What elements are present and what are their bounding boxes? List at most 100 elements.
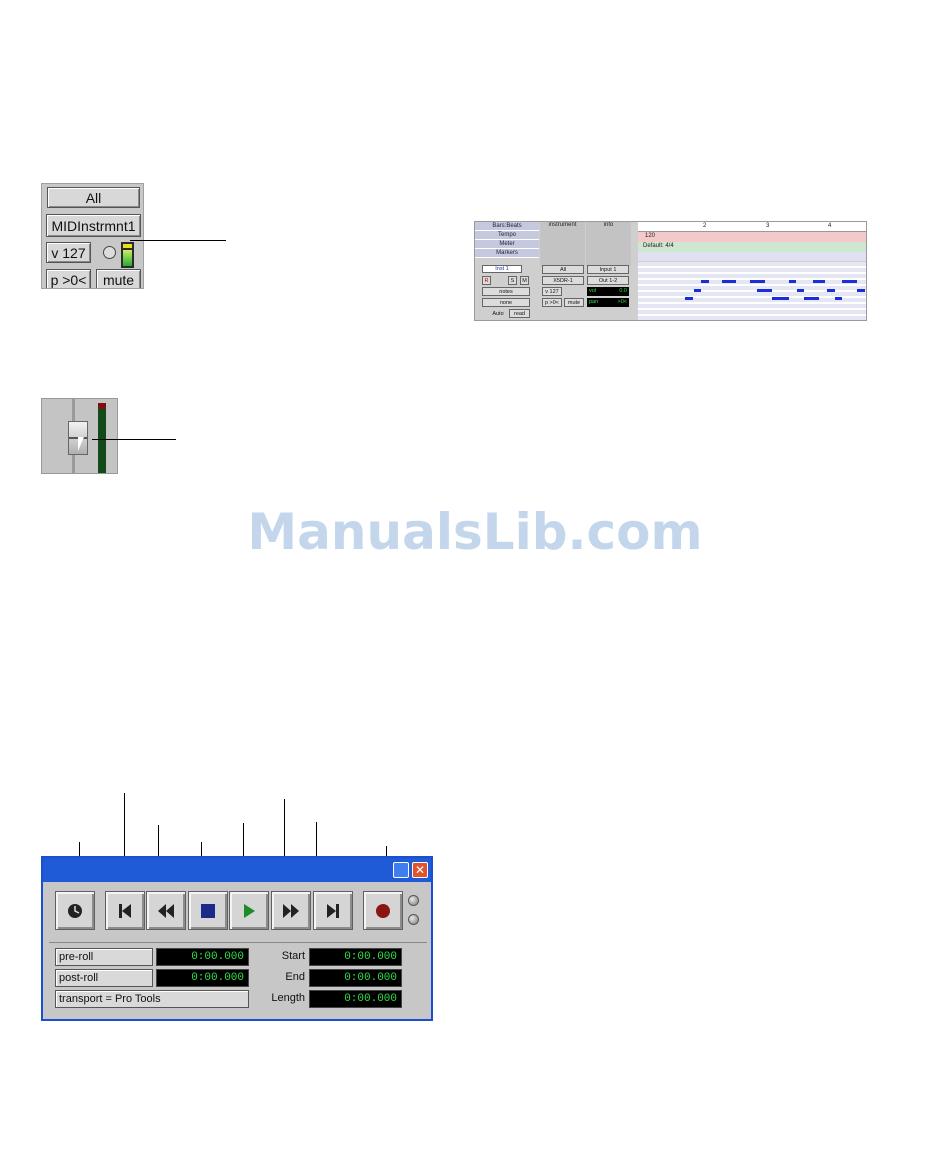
pan-control[interactable]: p >0< bbox=[542, 298, 562, 307]
record-button[interactable] bbox=[363, 891, 403, 930]
volume-display[interactable]: vol 0.0 bbox=[587, 287, 629, 296]
volume-fader-strip bbox=[41, 398, 118, 474]
midi-note[interactable] bbox=[813, 280, 825, 283]
online-icon bbox=[68, 903, 82, 918]
bars-beats-ruler[interactable] bbox=[638, 222, 866, 232]
start-value[interactable]: 0:00.000 bbox=[309, 948, 402, 966]
pre-roll-value[interactable]: 0:00.000 bbox=[156, 948, 249, 966]
post-roll-button[interactable]: post-roll bbox=[55, 969, 153, 987]
length-value[interactable]: 0:00.000 bbox=[309, 990, 402, 1008]
mouse-cursor-icon bbox=[78, 437, 90, 451]
group-all-button[interactable]: All bbox=[542, 265, 584, 274]
pre-roll-button[interactable]: pre-roll bbox=[55, 948, 153, 966]
restore-icon[interactable] bbox=[393, 862, 409, 878]
transport-expanded-panel bbox=[49, 942, 427, 1017]
midi-merge-led[interactable] bbox=[408, 895, 419, 906]
stop-button[interactable] bbox=[188, 891, 228, 930]
column-header-instrument: instrument bbox=[540, 222, 585, 266]
callout-line bbox=[124, 793, 125, 890]
automation-label: Auto bbox=[492, 310, 504, 317]
record-enable-button[interactable]: R bbox=[482, 276, 491, 285]
watermark: ManualsLib.com bbox=[247, 503, 703, 561]
output-selector[interactable]: Out 1-2 bbox=[587, 276, 629, 285]
midi-track-strip: All MIDInstrmnt1 v 127 p >0< mute bbox=[41, 183, 144, 289]
fast-forward-icon bbox=[283, 903, 299, 918]
midi-note[interactable] bbox=[685, 297, 693, 300]
mute-button[interactable]: M bbox=[520, 276, 529, 285]
play-button[interactable] bbox=[229, 891, 269, 930]
midi-note[interactable] bbox=[722, 280, 736, 283]
bar-number: 4 bbox=[828, 223, 832, 229]
pan-control[interactable]: p >0< bbox=[46, 269, 91, 288]
playlist-selector[interactable]: none bbox=[482, 298, 530, 307]
title-bar[interactable]: ✕ bbox=[43, 858, 431, 882]
instrument-selector[interactable]: X5DR-1 bbox=[542, 276, 584, 285]
callout-line bbox=[130, 240, 226, 241]
ruler-tempo[interactable]: Tempo bbox=[475, 231, 539, 240]
midi-note[interactable] bbox=[772, 297, 789, 300]
midi-note[interactable] bbox=[835, 297, 842, 300]
volume-value: 0.0 bbox=[619, 288, 627, 294]
midi-note[interactable] bbox=[827, 289, 835, 292]
input-selector[interactable]: Input 1 bbox=[587, 265, 629, 274]
meter-value: Default: 4/4 bbox=[643, 243, 674, 249]
markers-ruler[interactable] bbox=[638, 252, 866, 261]
velocity-control[interactable]: v 127 bbox=[46, 242, 91, 263]
pan-label: pan bbox=[589, 299, 599, 305]
midi-note[interactable] bbox=[750, 280, 765, 283]
transport-window: ✕ pre-roll 0:00.000 post-roll 0:00.000 t… bbox=[41, 856, 433, 1021]
midi-note[interactable] bbox=[804, 297, 819, 300]
view-selector[interactable]: notes bbox=[482, 287, 530, 296]
midi-note[interactable] bbox=[757, 289, 772, 292]
midi-meter bbox=[121, 242, 134, 268]
go-to-end-button[interactable] bbox=[313, 891, 353, 930]
start-label: Start bbox=[281, 950, 305, 962]
return-to-zero-icon bbox=[119, 903, 131, 918]
end-label: End bbox=[285, 971, 305, 983]
length-label: Length bbox=[271, 992, 305, 1004]
ruler-markers[interactable]: Markers bbox=[475, 249, 539, 258]
column-header-info: info bbox=[586, 222, 631, 266]
post-roll-value[interactable]: 0:00.000 bbox=[156, 969, 249, 987]
bar-number: 3 bbox=[766, 223, 770, 229]
ruler-meter[interactable]: Meter bbox=[475, 240, 539, 249]
midi-note[interactable] bbox=[857, 289, 865, 292]
play-icon bbox=[244, 903, 255, 918]
close-icon[interactable]: ✕ bbox=[412, 862, 428, 878]
pan-value: >0< bbox=[617, 299, 627, 305]
callout-line bbox=[284, 799, 285, 890]
group-all-button[interactable]: All bbox=[47, 187, 140, 208]
return-to-zero-button[interactable] bbox=[105, 891, 145, 930]
bar-number: 2 bbox=[703, 223, 707, 229]
mute-button[interactable]: mute bbox=[96, 269, 141, 288]
rewind-icon bbox=[158, 903, 174, 918]
ruler-bars-beats[interactable]: Bars:Beats bbox=[475, 222, 539, 231]
clock-icon bbox=[103, 246, 116, 259]
midi-note[interactable] bbox=[694, 289, 701, 292]
go-to-end-icon bbox=[327, 903, 339, 918]
midi-note[interactable] bbox=[701, 280, 709, 283]
stop-icon bbox=[201, 903, 215, 918]
count-off-led[interactable] bbox=[408, 914, 419, 925]
rewind-button[interactable] bbox=[146, 891, 186, 930]
tempo-value: 120 bbox=[645, 233, 656, 239]
midi-note[interactable] bbox=[797, 289, 804, 292]
automation-mode[interactable]: read bbox=[509, 309, 530, 318]
volume-label: vol bbox=[589, 288, 597, 294]
level-meter bbox=[98, 403, 106, 473]
midi-note[interactable] bbox=[789, 280, 796, 283]
online-button[interactable] bbox=[55, 891, 95, 930]
meter-ruler[interactable] bbox=[638, 242, 866, 252]
transport-master-selector[interactable]: transport = Pro Tools bbox=[55, 990, 249, 1008]
tempo-ruler[interactable] bbox=[638, 232, 866, 242]
velocity-control[interactable]: v 127 bbox=[542, 287, 562, 296]
midi-note[interactable] bbox=[842, 280, 857, 283]
callout-line bbox=[92, 439, 176, 440]
solo-button[interactable]: S bbox=[508, 276, 517, 285]
fast-forward-button[interactable] bbox=[271, 891, 311, 930]
track-name-button[interactable]: MIDInstrmnt1 bbox=[46, 214, 141, 237]
end-value[interactable]: 0:00.000 bbox=[309, 969, 402, 987]
mute-button-small[interactable]: mute bbox=[564, 298, 584, 307]
track-name[interactable]: Inst 1 bbox=[482, 265, 522, 273]
pan-display[interactable]: pan >0< bbox=[587, 298, 629, 307]
